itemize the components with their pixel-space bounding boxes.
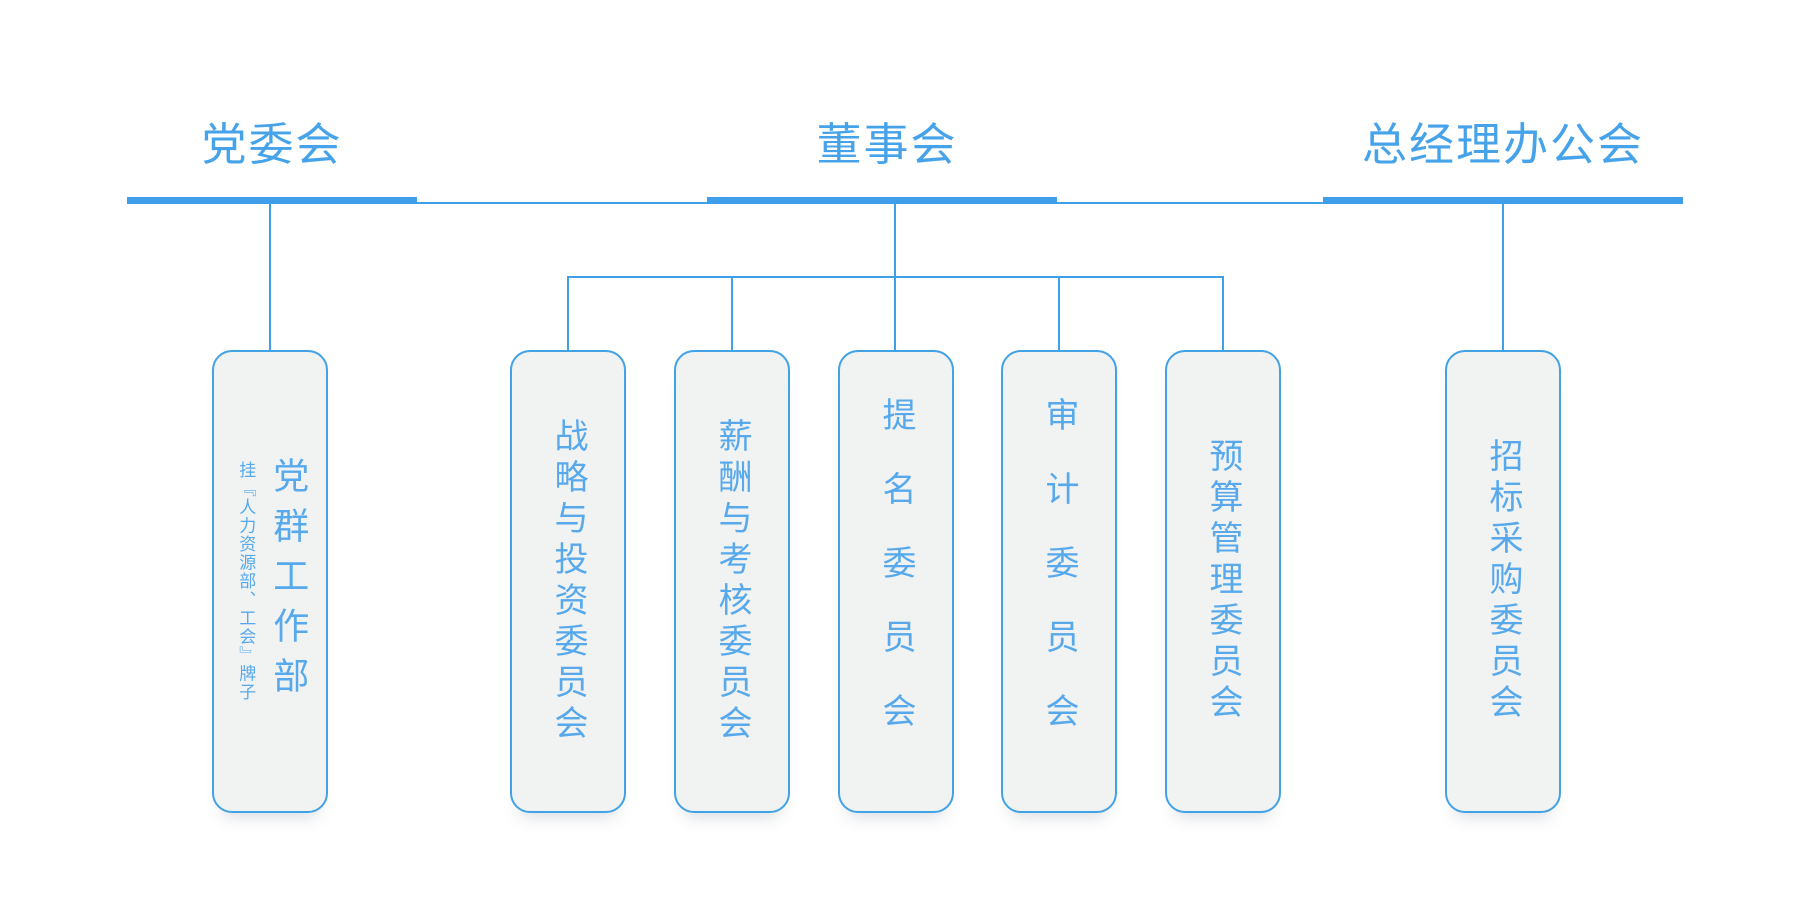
party-work-dept-text-group: 党群工作部 挂『人力资源部、工会』牌子 bbox=[235, 456, 309, 707]
party-work-dept-label: 党群工作部 bbox=[267, 456, 309, 707]
compensation-assessment-committee-label: 薪酬与考核委员会 bbox=[712, 417, 752, 746]
node-compensation-assessment-committee: 薪酬与考核委员会 bbox=[674, 350, 790, 813]
node-strategy-investment-committee: 战略与投资委员会 bbox=[510, 350, 626, 813]
drop-line-compensation bbox=[731, 277, 733, 351]
drop-line-budget bbox=[1222, 277, 1224, 351]
header-board-of-directors: 董事会 bbox=[816, 118, 958, 171]
party-stem-line bbox=[269, 203, 271, 351]
node-bidding-procurement-committee: 招标采购委员会 bbox=[1445, 350, 1561, 813]
node-audit-committee: 审计委员会 bbox=[1001, 350, 1117, 813]
node-nomination-committee: 提名委员会 bbox=[838, 350, 954, 813]
node-budget-management-committee: 预算管理委员会 bbox=[1165, 350, 1281, 813]
nomination-committee-label: 提名委员会 bbox=[876, 396, 916, 767]
bidding-procurement-committee-label: 招标采购委员会 bbox=[1483, 438, 1523, 725]
board-children-connector-line bbox=[567, 276, 1224, 278]
gm-stem-line bbox=[1502, 203, 1504, 351]
node-party-work-dept: 党群工作部 挂『人力资源部、工会』牌子 bbox=[212, 350, 328, 813]
strategy-investment-committee-label: 战略与投资委员会 bbox=[548, 417, 588, 746]
party-work-dept-note: 挂『人力资源部、工会』牌子 bbox=[235, 461, 256, 702]
drop-line-audit bbox=[1058, 277, 1060, 351]
underline-party-committee bbox=[127, 197, 417, 204]
header-gm-office-meeting: 总经理办公会 bbox=[1361, 118, 1644, 171]
budget-management-committee-label: 预算管理委员会 bbox=[1203, 438, 1243, 725]
underline-board-of-directors bbox=[707, 197, 1057, 204]
audit-committee-label: 审计委员会 bbox=[1039, 396, 1079, 767]
drop-line-strategy bbox=[567, 277, 569, 351]
underline-gm-office-meeting bbox=[1323, 197, 1683, 204]
header-party-committee: 党委会 bbox=[201, 118, 343, 171]
